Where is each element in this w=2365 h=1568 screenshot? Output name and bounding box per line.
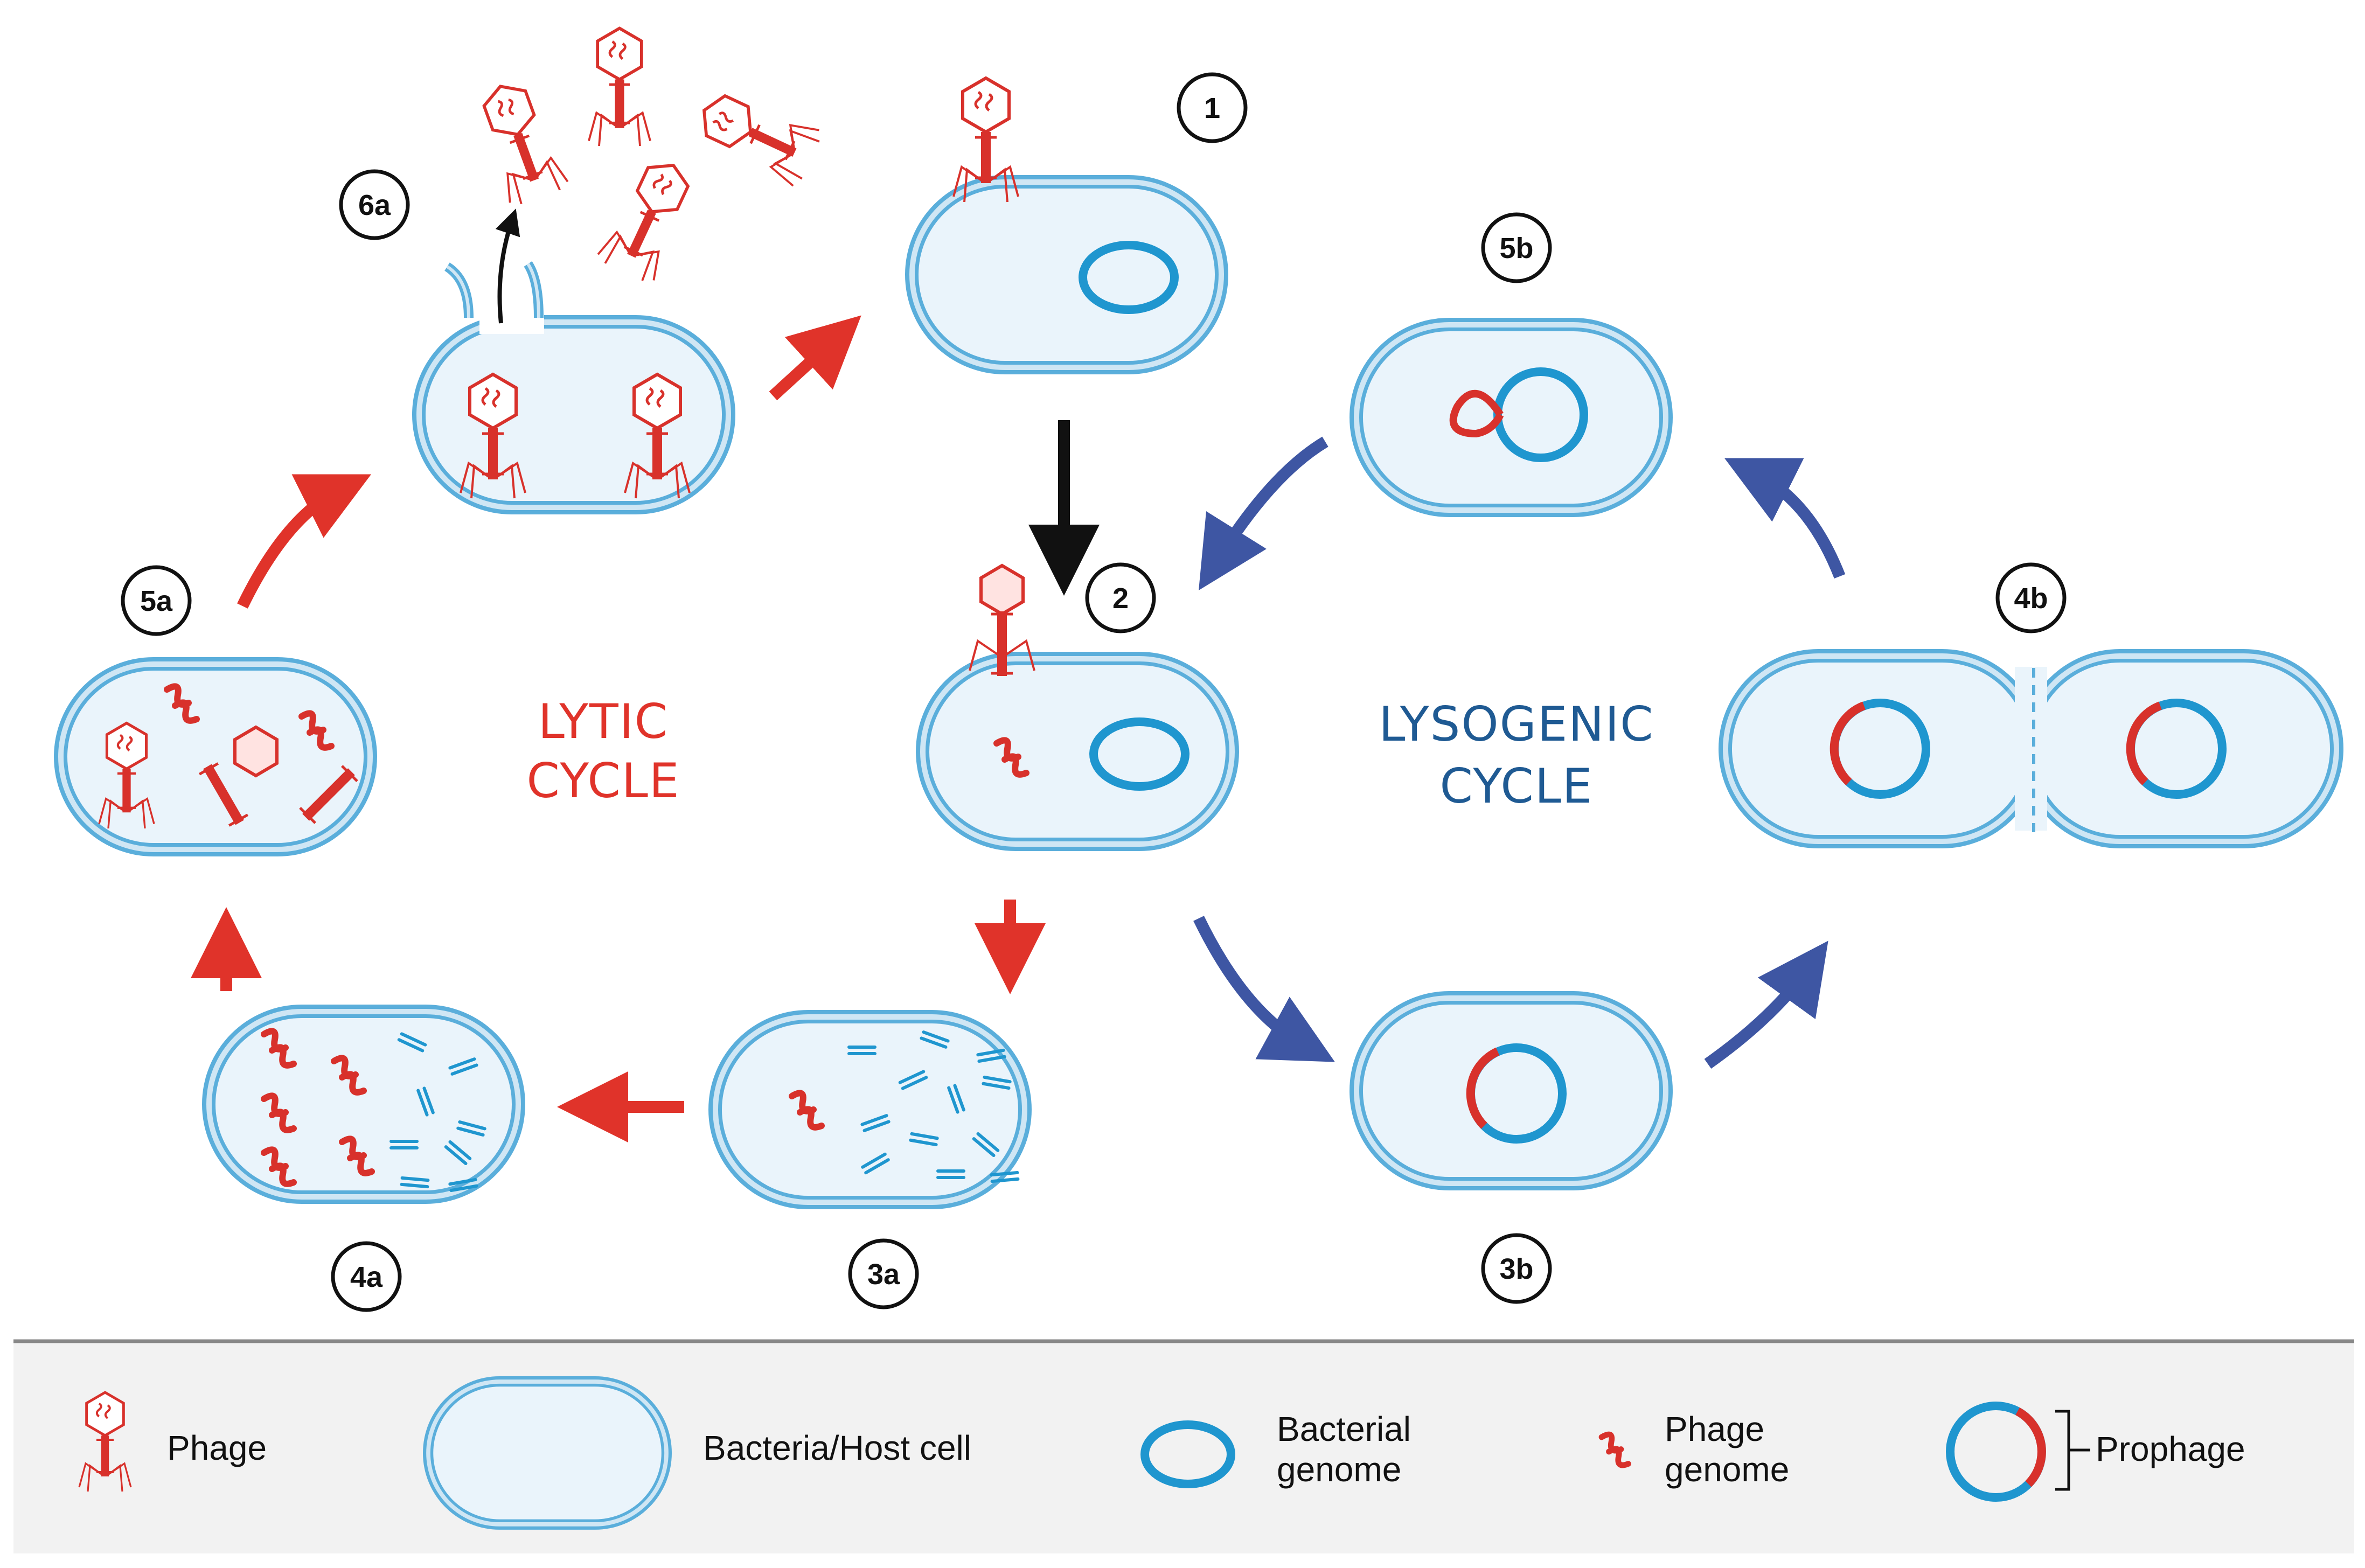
release-arrow [495, 208, 520, 324]
bacterial-genome [1089, 717, 1190, 791]
svg-text:3b: 3b [1499, 1253, 1533, 1285]
svg-text:4b: 4b [2014, 582, 2048, 615]
cell-step-2 [916, 566, 1239, 851]
lysogenic-cycle-title-line2: CYCLE [1440, 758, 1594, 814]
step-4a-badge: 4a [331, 1241, 402, 1312]
bacterial-genome-icon [1140, 1420, 1235, 1488]
bacterial-cell-icon [423, 1376, 672, 1530]
svg-text:5b: 5b [1499, 232, 1533, 264]
arrows [191, 315, 1846, 1142]
legend-prophage-label: Prophage [2096, 1430, 2245, 1468]
legend-phage-genome-line1: Phage [1665, 1410, 1764, 1448]
svg-text:1: 1 [1204, 92, 1220, 124]
legend-phage-genome-line2: genome [1665, 1450, 1789, 1489]
step-2-badge: 2 [1085, 562, 1156, 633]
lysogenic-cycle-title-line1: LYSOGENIC [1379, 696, 1654, 752]
legend-bacterial-genome-line2: genome [1277, 1450, 1401, 1489]
legend-phage-label: Phage [167, 1428, 267, 1467]
svg-text:5a: 5a [140, 585, 173, 617]
svg-text:2: 2 [1112, 582, 1129, 615]
lytic-cycle-title-line1: LYTIC [538, 694, 669, 749]
cell-step-4a [202, 1005, 525, 1204]
bacterial-genome [1079, 241, 1179, 314]
step-4b-badge: 4b [1995, 562, 2067, 633]
legend-bacterial-genome-line1: Bacterial [1277, 1410, 1411, 1448]
step-1-badge: 1 [1177, 72, 1248, 143]
released-phages [471, 28, 824, 285]
step-5b-badge: 5b [1481, 212, 1552, 283]
cell-step-3a [708, 1010, 1032, 1209]
cell-step-5b [1350, 318, 1673, 517]
cell-step-3b [1350, 991, 1673, 1190]
step-3b-badge: 3b [1481, 1233, 1552, 1304]
step-6a-badge: 6a [339, 169, 410, 240]
cell-step-4b [1719, 649, 2343, 848]
step-5a-badge: 5a [121, 565, 192, 636]
step-3a-badge: 3a [848, 1238, 919, 1309]
cell-step-6a [412, 208, 735, 514]
prophage-icon [1946, 1402, 2090, 1502]
lytic-cycle-title-line2: CYCLE [527, 753, 680, 809]
svg-text:6a: 6a [358, 189, 391, 221]
cell-step-1 [905, 78, 1228, 374]
cell-step-5a [54, 657, 377, 856]
svg-text:3a: 3a [867, 1258, 900, 1291]
legend-panel [13, 1343, 2354, 1553]
svg-text:4a: 4a [350, 1261, 383, 1293]
legend: Phage Bacteria/Host cell Bacterial genom… [13, 1339, 2354, 1553]
legend-host-cell-label: Bacteria/Host cell [703, 1428, 971, 1467]
